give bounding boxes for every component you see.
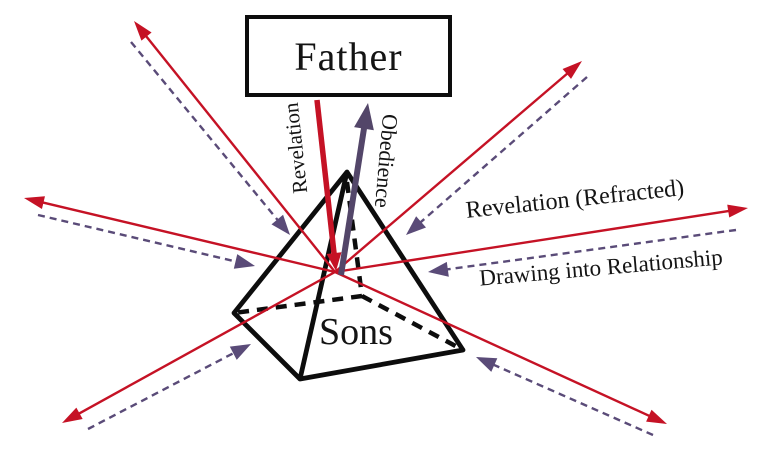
- dashed-southeast-arrow-head: [476, 357, 498, 372]
- revelation-arrow-head: [326, 252, 342, 271]
- pyramid-hidden-edge-apex-back: [344, 181, 365, 297]
- sons-label: Sons: [319, 311, 393, 353]
- red-ray-northeast-arrow-head: [562, 61, 582, 79]
- red-ray-northwest-arrow-head: [134, 21, 152, 41]
- red-ray-northwest-arrow-shaft: [139, 28, 336, 273]
- dashed-west-arrow-head: [233, 254, 255, 269]
- obedience-arrow-head: [354, 103, 374, 131]
- red-ray-northeast-arrow-shaft: [334, 67, 575, 273]
- dashed-southwest-arrow-head: [229, 344, 251, 360]
- dashed-northeast-arrow-shaft: [413, 76, 588, 229]
- red-ray-southeast-arrow-shaft: [334, 270, 658, 421]
- dashed-northwest-arrow-head: [271, 214, 290, 235]
- pyramid-solid-edges: [231, 169, 466, 382]
- red-ray-southwest-arrow-head: [62, 407, 83, 423]
- red-ray-southwest-arrow-shaft: [71, 270, 336, 419]
- father-box: Father: [245, 15, 452, 97]
- dashed-northwest-arrow-shaft: [130, 41, 284, 228]
- dashed-southwest-arrow-shaft: [87, 348, 242, 431]
- red-ray-southeast-arrow-head: [646, 409, 667, 424]
- dashed-west-arrow-shaft: [37, 213, 245, 265]
- red-ray-east-arrow-shaft: [334, 208, 738, 274]
- father-label: Father: [294, 33, 403, 79]
- red-ray-west-arrow-shaft: [34, 199, 336, 274]
- dashed-east-arrow-head: [428, 261, 449, 277]
- revelation-arrow-shaft: [314, 99, 338, 262]
- red-ray-east-arrow-head: [727, 204, 748, 218]
- dashed-southeast-arrow-shaft: [485, 360, 654, 437]
- red-ray-west-arrow-head: [24, 196, 45, 209]
- dashed-northeast-arrow-head: [406, 216, 426, 235]
- pyramid-hidden-edge-back-left: [233, 293, 363, 316]
- dashed-east-arrow-shaft: [438, 228, 737, 272]
- pyramid-hidden-edge-back-right: [360, 294, 465, 352]
- obedience-arrow-shaft: [338, 116, 369, 276]
